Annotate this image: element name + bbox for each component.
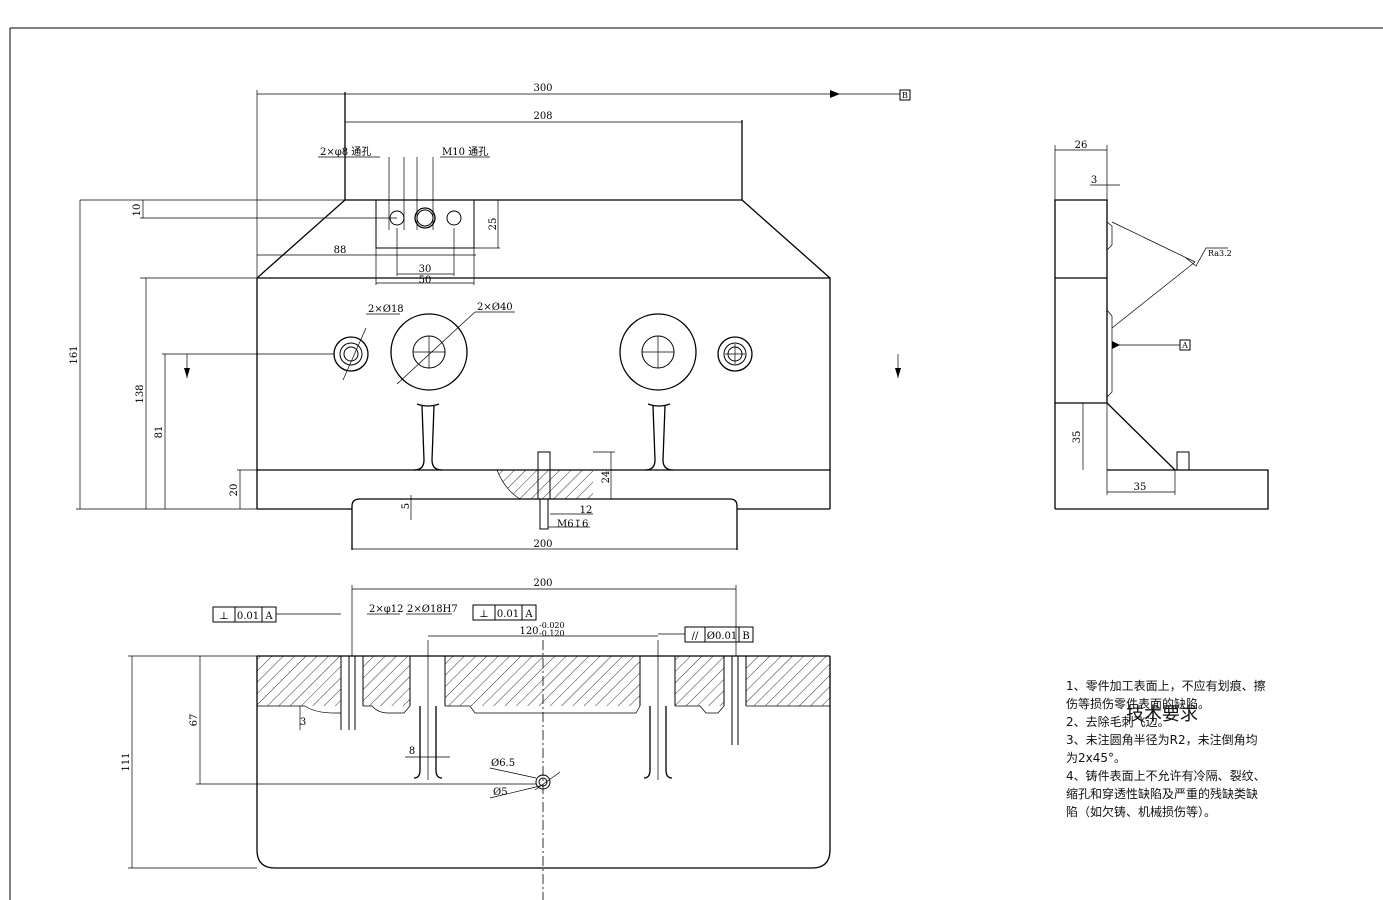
fcf1-symbol: ⊥ xyxy=(219,611,228,622)
label-2x-phi8: 2×φ8 通孔 xyxy=(320,146,371,158)
sec-tol-lower: -0.120 xyxy=(539,629,565,638)
dim-30: 30 xyxy=(419,264,432,275)
side-dim-35-v: 35 xyxy=(1072,431,1083,444)
label-m10: M10 通孔 xyxy=(442,146,488,158)
sec-dim-6-5: Ø6.5 xyxy=(491,758,515,769)
note-2: 2、去除毛刺飞边。 xyxy=(1066,715,1170,729)
sec-dim-67: 67 xyxy=(189,714,200,727)
fcf3-ref: B xyxy=(742,631,749,642)
dim-base-200: 200 xyxy=(533,539,552,550)
fcf3-value: Ø0.01 xyxy=(707,631,737,642)
note-1: 1、零件加工表面上，不应有划痕、擦伤等损伤零件表面的缺陷。 xyxy=(1066,679,1266,711)
label-2x-phi40: 2×Ø40 xyxy=(477,302,513,313)
sec-dim-120: 120 xyxy=(519,626,538,637)
fcf3-symbol: // xyxy=(692,631,699,642)
dim-12: 12 xyxy=(580,505,593,516)
dim-81: 81 xyxy=(154,426,165,439)
dim-300: 300 xyxy=(533,83,552,94)
dim-161: 161 xyxy=(69,345,80,364)
label-2x-phi18: 2×Ø18 xyxy=(368,304,404,315)
sec-dim-8: 8 xyxy=(409,746,415,757)
dim-10: 10 xyxy=(132,204,143,217)
sec-dim-111: 111 xyxy=(121,752,132,771)
dim-138: 138 xyxy=(135,384,146,403)
sec-tol-upper: -0.020 xyxy=(539,621,565,630)
dim-50: 50 xyxy=(419,275,432,286)
dim-88: 88 xyxy=(334,245,347,256)
technical-notes: 1、零件加工表面上，不应有划痕、擦伤等损伤零件表面的缺陷。 2、去除毛刺飞边。 … xyxy=(1066,677,1266,821)
fcf2-value: 0.01 xyxy=(497,609,519,620)
sec-dim-3: 3 xyxy=(300,717,306,728)
note-4: 4、铸件表面上不允许有冷隔、裂纹、缩孔和穿透性缺陷及严重的残缺类缺陷（如欠铸、机… xyxy=(1066,769,1266,819)
sec-dim-200: 200 xyxy=(533,578,552,589)
side-dim-3: 3 xyxy=(1091,175,1097,186)
sec-dim-5: Ø5 xyxy=(493,787,508,798)
dim-5: 5 xyxy=(401,503,412,509)
datum-b-label: B xyxy=(902,91,908,100)
side-dim-26: 26 xyxy=(1075,140,1088,151)
side-view: 26 3 Ra3.2 A 35 35 xyxy=(1054,140,1269,510)
fcf2-symbol: ⊥ xyxy=(479,609,488,620)
sec-dim-2x18h7: 2×Ø18H7 xyxy=(407,604,458,615)
roughness-ra: Ra3.2 xyxy=(1208,249,1232,258)
dim-24: 24 xyxy=(601,471,612,484)
label-m6: M6↧6 xyxy=(557,519,588,530)
datum-a-label: A xyxy=(1181,341,1188,350)
fcf2-ref: A xyxy=(524,609,533,620)
fcf1-ref: A xyxy=(264,611,273,622)
dim-208: 208 xyxy=(533,111,552,122)
side-dim-35-h: 35 xyxy=(1134,482,1147,493)
note-3: 3、未注圆角半径为R2，未注倒角均为2x45°。 xyxy=(1066,733,1258,765)
dim-25: 25 xyxy=(488,218,499,231)
drawing-frame xyxy=(9,27,1383,900)
notes-title: 技术要求 xyxy=(1126,704,1198,725)
dim-20: 20 xyxy=(229,484,240,497)
fcf1-value: 0.01 xyxy=(237,611,259,622)
front-view: 300 B 208 2×φ8 通孔 M10 通孔 10 25 88 30 50 xyxy=(69,83,911,550)
section-view: 200 2×φ12 2×Ø18H7 120 -0.020 -0.120 ⊥ 0.… xyxy=(121,578,831,900)
sec-dim-2x12: 2×φ12 xyxy=(369,604,403,615)
